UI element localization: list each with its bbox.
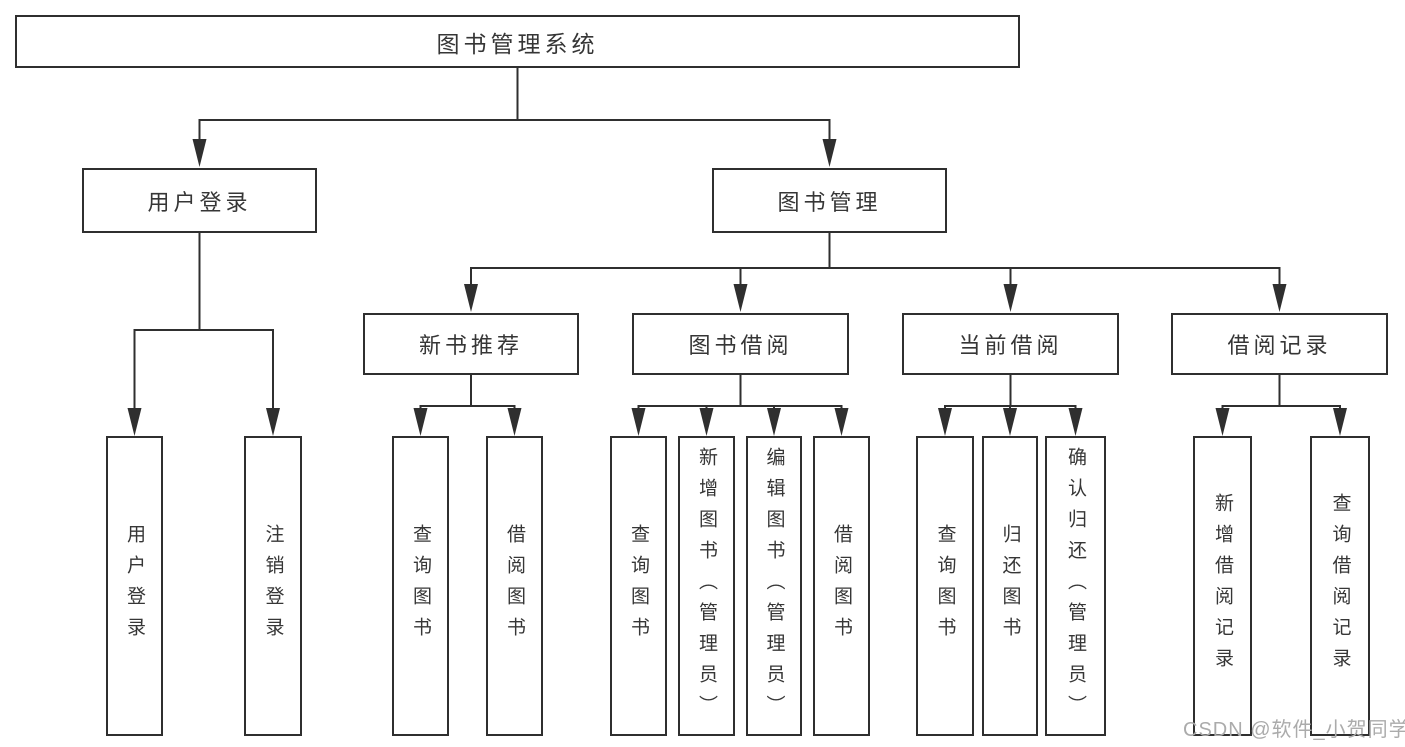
node-current-borrow: 当前借阅 (902, 313, 1119, 375)
connector-userlogin-to-leaves (127, 233, 280, 436)
node-user-login: 用户登录 (82, 168, 317, 233)
csdn-watermark: CSDN @软件_小贺同学 (1183, 719, 1405, 741)
leaf-borrow-books-recommend: 借阅图书 (486, 436, 543, 736)
leaf-query-books-borrow: 查询图书 (610, 436, 667, 736)
leaf-query-books-recommend: 查询图书 (392, 436, 449, 736)
leaf-return-book: 归还图书 (982, 436, 1038, 736)
leaf-confirm-return-admin: 确认归还（管理员） (1045, 436, 1106, 736)
node-book-management: 图书管理 (712, 168, 947, 233)
leaf-logout: 注销登录 (244, 436, 302, 736)
connector-records-to-leaves (1215, 375, 1347, 436)
node-new-book-recommend: 新书推荐 (363, 313, 579, 375)
node-borrow-records: 借阅记录 (1171, 313, 1388, 375)
leaf-edit-book-admin: 编辑图书（管理员） (746, 436, 802, 736)
connector-bookmgmt-to-level3 (464, 233, 1287, 312)
leaf-add-book-admin: 新增图书（管理员） (678, 436, 735, 736)
connector-currentborrow-to-leaves (938, 375, 1083, 436)
leaf-query-borrow-record: 查询借阅记录 (1310, 436, 1370, 736)
connector-root-to-level2 (192, 68, 837, 167)
leaf-query-books-current: 查询图书 (916, 436, 974, 736)
leaf-add-borrow-record: 新增借阅记录 (1193, 436, 1252, 736)
connector-newbook-to-leaves (413, 375, 522, 436)
leaf-user-login: 用户登录 (106, 436, 163, 736)
node-book-borrow: 图书借阅 (632, 313, 849, 375)
connector-bookborrow-to-leaves (631, 375, 849, 436)
node-root-library-system: 图书管理系统 (15, 15, 1020, 68)
leaf-borrow-books: 借阅图书 (813, 436, 870, 736)
